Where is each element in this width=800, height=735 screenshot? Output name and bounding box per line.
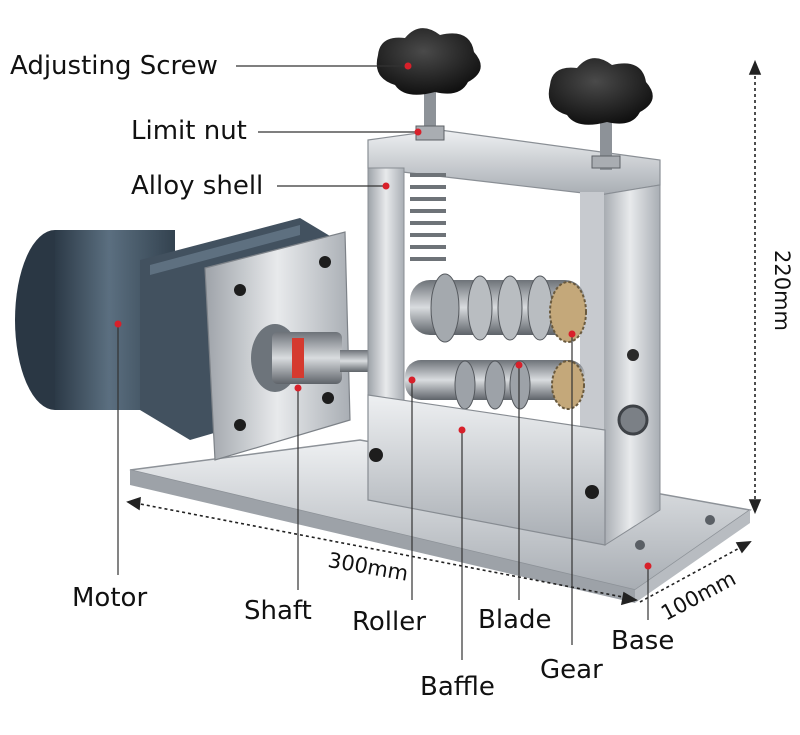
- leader-dots: [114, 62, 652, 570]
- label-motor: Motor: [72, 583, 148, 613]
- roller-assembly: [405, 273, 585, 410]
- label-alloy-shell: Alloy shell: [131, 171, 264, 201]
- label-adjusting-screw: Adjusting Screw: [10, 51, 218, 81]
- adjusting-screw-right: [548, 58, 653, 170]
- label-base: Base: [611, 626, 675, 656]
- label-blade: Blade: [478, 605, 552, 635]
- label-roller: Roller: [352, 607, 426, 637]
- baffle-plate: [367, 394, 606, 546]
- base-plate: [129, 439, 752, 603]
- label-shaft: Shaft: [244, 596, 312, 626]
- label-limit-nut: Limit nut: [131, 116, 247, 146]
- adjusting-screw-left: [376, 28, 481, 141]
- dimension-height: 220mm: [770, 250, 794, 331]
- shaft-coupling: [251, 324, 375, 392]
- gears: [549, 281, 587, 410]
- springs: [410, 173, 446, 261]
- label-gear: Gear: [540, 655, 603, 685]
- leader-lines: [117, 65, 649, 660]
- dimension-lines: [126, 59, 762, 606]
- label-baffle: Baffle: [420, 672, 495, 702]
